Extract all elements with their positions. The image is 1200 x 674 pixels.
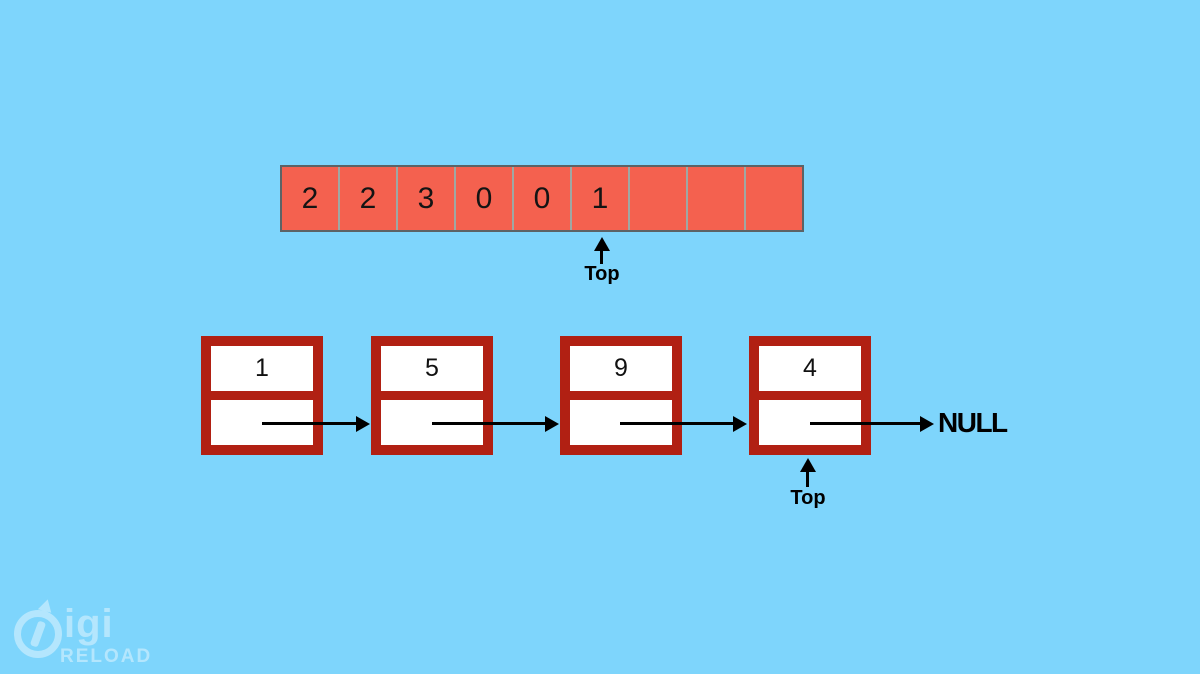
array-cell-value: 1 — [591, 181, 609, 215]
null-pointer-arrow-icon — [810, 422, 921, 425]
logo-brand-text: igi — [64, 602, 114, 646]
list-top-pointer-label: Top — [790, 487, 826, 509]
array-cell-8 — [746, 167, 802, 230]
digireload-d-refresh-icon — [14, 610, 62, 658]
node-data-cell: 1 — [211, 346, 313, 391]
array-cell-6 — [630, 167, 688, 230]
next-pointer-arrow-icon — [620, 422, 734, 425]
array-cell-4: 0 — [514, 167, 572, 230]
array-cell-value: 2 — [359, 181, 377, 215]
digireload-logo: igi RELOAD — [14, 602, 150, 667]
array-cell-value: 0 — [475, 181, 493, 215]
array-cell-0: 2 — [282, 167, 340, 230]
null-label: NULL — [938, 407, 1008, 438]
array-cell-value: 0 — [533, 181, 551, 215]
list-node-1: 1 — [201, 336, 323, 455]
array-cell-value: 3 — [417, 181, 435, 215]
node-data-cell: 4 — [759, 346, 861, 391]
node-data-cell: 9 — [570, 346, 672, 391]
logo-brand-subtext: RELOAD — [60, 646, 153, 667]
array-cell-2: 3 — [398, 167, 456, 230]
node-data-cell: 5 — [381, 346, 483, 391]
next-pointer-arrow-icon — [432, 422, 546, 425]
list-node-3: 9 — [560, 336, 682, 455]
stack-array: 2 2 3 0 0 1 — [280, 165, 804, 232]
list-node-4: 4 — [749, 336, 871, 455]
array-top-pointer-label: Top — [584, 263, 620, 285]
array-cell-3: 0 — [456, 167, 514, 230]
list-node-2: 5 — [371, 336, 493, 455]
list-top-pointer-arrow-icon — [806, 471, 809, 487]
array-cell-7 — [688, 167, 746, 230]
array-cell-1: 2 — [340, 167, 398, 230]
array-top-pointer-arrow-icon — [600, 250, 603, 264]
next-pointer-arrow-icon — [262, 422, 357, 425]
array-cell-value: 2 — [301, 181, 319, 215]
array-cell-5: 1 — [572, 167, 630, 230]
